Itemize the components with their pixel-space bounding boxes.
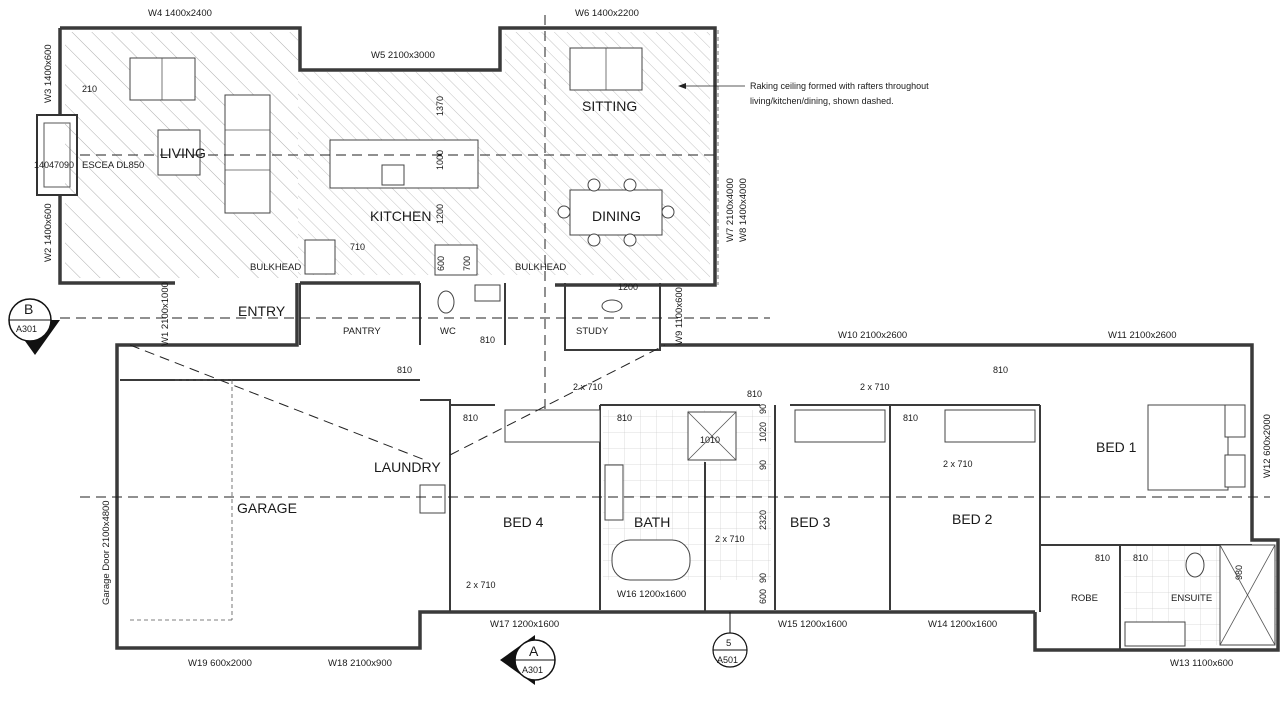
dim-810-robe: 810: [1095, 553, 1110, 563]
dashed-lines: [60, 15, 1270, 621]
dim-810-hall: 810: [397, 365, 412, 375]
dim-980: 980: [1234, 565, 1244, 580]
dim-700: 700: [462, 256, 472, 271]
window-label-w16: W16 1200x1600: [617, 589, 686, 600]
dim-2x710-a: 2 x 710: [573, 382, 603, 392]
room-label-entry: ENTRY: [238, 303, 286, 319]
dimension-labels: 1370 1000 1200 710 600 700 1200 810 810 …: [350, 96, 1244, 604]
dim-810-top: 810: [747, 389, 762, 399]
window-labels: W4 1400x2400 W5 2100x3000 W6 1400x2200 W…: [43, 8, 1273, 669]
dim-90-b: 90: [758, 460, 768, 470]
dim-810-ens: 810: [1133, 553, 1148, 563]
window-label-w4: W4 1400x2400: [148, 8, 212, 19]
dim-1370: 1370: [435, 96, 445, 116]
dim-1020: 1020: [758, 422, 768, 442]
annotations: BULKHEAD BULKHEAD Raking ceiling formed …: [250, 81, 929, 273]
fireplace: 1404 7090 ESCEA DL850 210: [34, 84, 144, 196]
room-label-kitchen: KITCHEN: [370, 208, 431, 224]
window-label-w2: W2 1400x600: [43, 203, 54, 262]
section-a-letter: A: [529, 643, 539, 659]
dim-2320: 2320: [758, 510, 768, 530]
room-label-bed1: BED 1: [1096, 439, 1137, 455]
dim-600b: 600: [758, 589, 768, 604]
room-label-ensuite: ENSUITE: [1171, 593, 1212, 604]
window-label-garage-door: Garage Door 2100x4800: [101, 500, 112, 605]
room-label-robe: ROBE: [1071, 593, 1098, 604]
room-label-wc: WC: [440, 326, 456, 337]
window-label-w13: W13 1100x600: [1170, 658, 1233, 669]
dim-210: 210: [82, 84, 97, 94]
section-5-num: 5: [726, 638, 731, 649]
room-label-laundry: LAUNDRY: [374, 459, 441, 475]
room-label-bed4: BED 4: [503, 514, 544, 530]
window-label-w10: W10 2100x2600: [838, 330, 907, 341]
window-label-w19: W19 600x2000: [188, 658, 252, 669]
ceiling-note-line1: Raking ceiling formed with rafters throu…: [750, 81, 929, 91]
room-label-bath: BATH: [634, 514, 670, 530]
window-label-w8: W8 1400x4000: [738, 178, 749, 242]
dim-710: 710: [350, 242, 365, 252]
section-5-ref: A501: [717, 655, 738, 665]
room-label-sitting: SITTING: [582, 98, 637, 114]
room-label-bed2: BED 2: [952, 511, 993, 527]
dim-2x710-d: 2 x 710: [943, 459, 973, 469]
section-a-ref: A301: [522, 665, 543, 675]
room-label-bed3: BED 3: [790, 514, 831, 530]
window-label-w7: W7 2100x4000: [725, 178, 736, 242]
dim-2x710-b: 2 x 710: [715, 534, 745, 544]
furniture: [129, 47, 1276, 647]
section-marker-b: B A301: [8, 298, 60, 355]
fireplace-dim-1: 1404: [34, 160, 54, 170]
dim-1010: 1010: [700, 435, 720, 445]
room-label-living: LIVING: [160, 145, 206, 161]
dim-90-c: 90: [758, 573, 768, 583]
window-label-w5: W5 2100x3000: [371, 50, 435, 61]
dim-90-a: 90: [758, 404, 768, 414]
dim-810-bed3: 810: [903, 413, 918, 423]
dim-810-laundry: 810: [463, 413, 478, 423]
window-label-w1: W1 2100x1000: [160, 282, 171, 346]
dim-600: 600: [436, 256, 446, 271]
window-label-w14: W14 1200x1600: [928, 619, 997, 630]
fireplace-label: ESCEA DL850: [82, 160, 144, 171]
bulkhead-label-right: BULKHEAD: [515, 262, 566, 273]
wardrobes: [504, 409, 1036, 443]
window-label-w9: W9 1100x600: [674, 287, 685, 345]
ceiling-note-line2: living/kitchen/dining, shown dashed.: [750, 96, 894, 106]
dim-1000: 1000: [435, 150, 445, 170]
dim-2x710-c: 2 x 710: [860, 382, 890, 392]
section-b-letter: B: [24, 301, 33, 317]
section-marker-a: A A301: [500, 635, 556, 685]
room-labels: LIVING KITCHEN SITTING DINING ENTRY PANT…: [160, 98, 1212, 604]
section-marker-5: 5 A501: [712, 612, 748, 668]
dim-1200: 1200: [435, 204, 445, 224]
window-label-w17: W17 1200x1600: [490, 619, 559, 630]
dim-2x710-bed4: 2 x 710: [466, 580, 496, 590]
window-label-w12: W12 600x2000: [1262, 414, 1273, 478]
dim-810-bath: 810: [617, 413, 632, 423]
window-label-w11: W11 2100x2600: [1108, 330, 1177, 341]
interior-walls: [120, 379, 1252, 650]
fireplace-dim-2: 7090: [54, 160, 74, 170]
window-label-w6: W6 1400x2200: [575, 8, 639, 19]
bulkhead-label-left: BULKHEAD: [250, 262, 301, 273]
exterior-walls: [58, 26, 1280, 652]
window-label-w18: W18 2100x900: [328, 658, 392, 669]
section-b-ref: A301: [16, 324, 37, 334]
dim-810-wc: 810: [480, 335, 495, 345]
room-label-pantry: PANTRY: [343, 326, 381, 337]
window-label-w3: W3 1400x600: [43, 44, 54, 103]
dim-810-bed1: 810: [993, 365, 1008, 375]
room-label-dining: DINING: [592, 208, 641, 224]
room-label-study: STUDY: [576, 326, 609, 337]
dim-1200b: 1200: [618, 282, 638, 292]
room-label-garage: GARAGE: [237, 500, 297, 516]
window-label-w15: W15 1200x1600: [778, 619, 847, 630]
